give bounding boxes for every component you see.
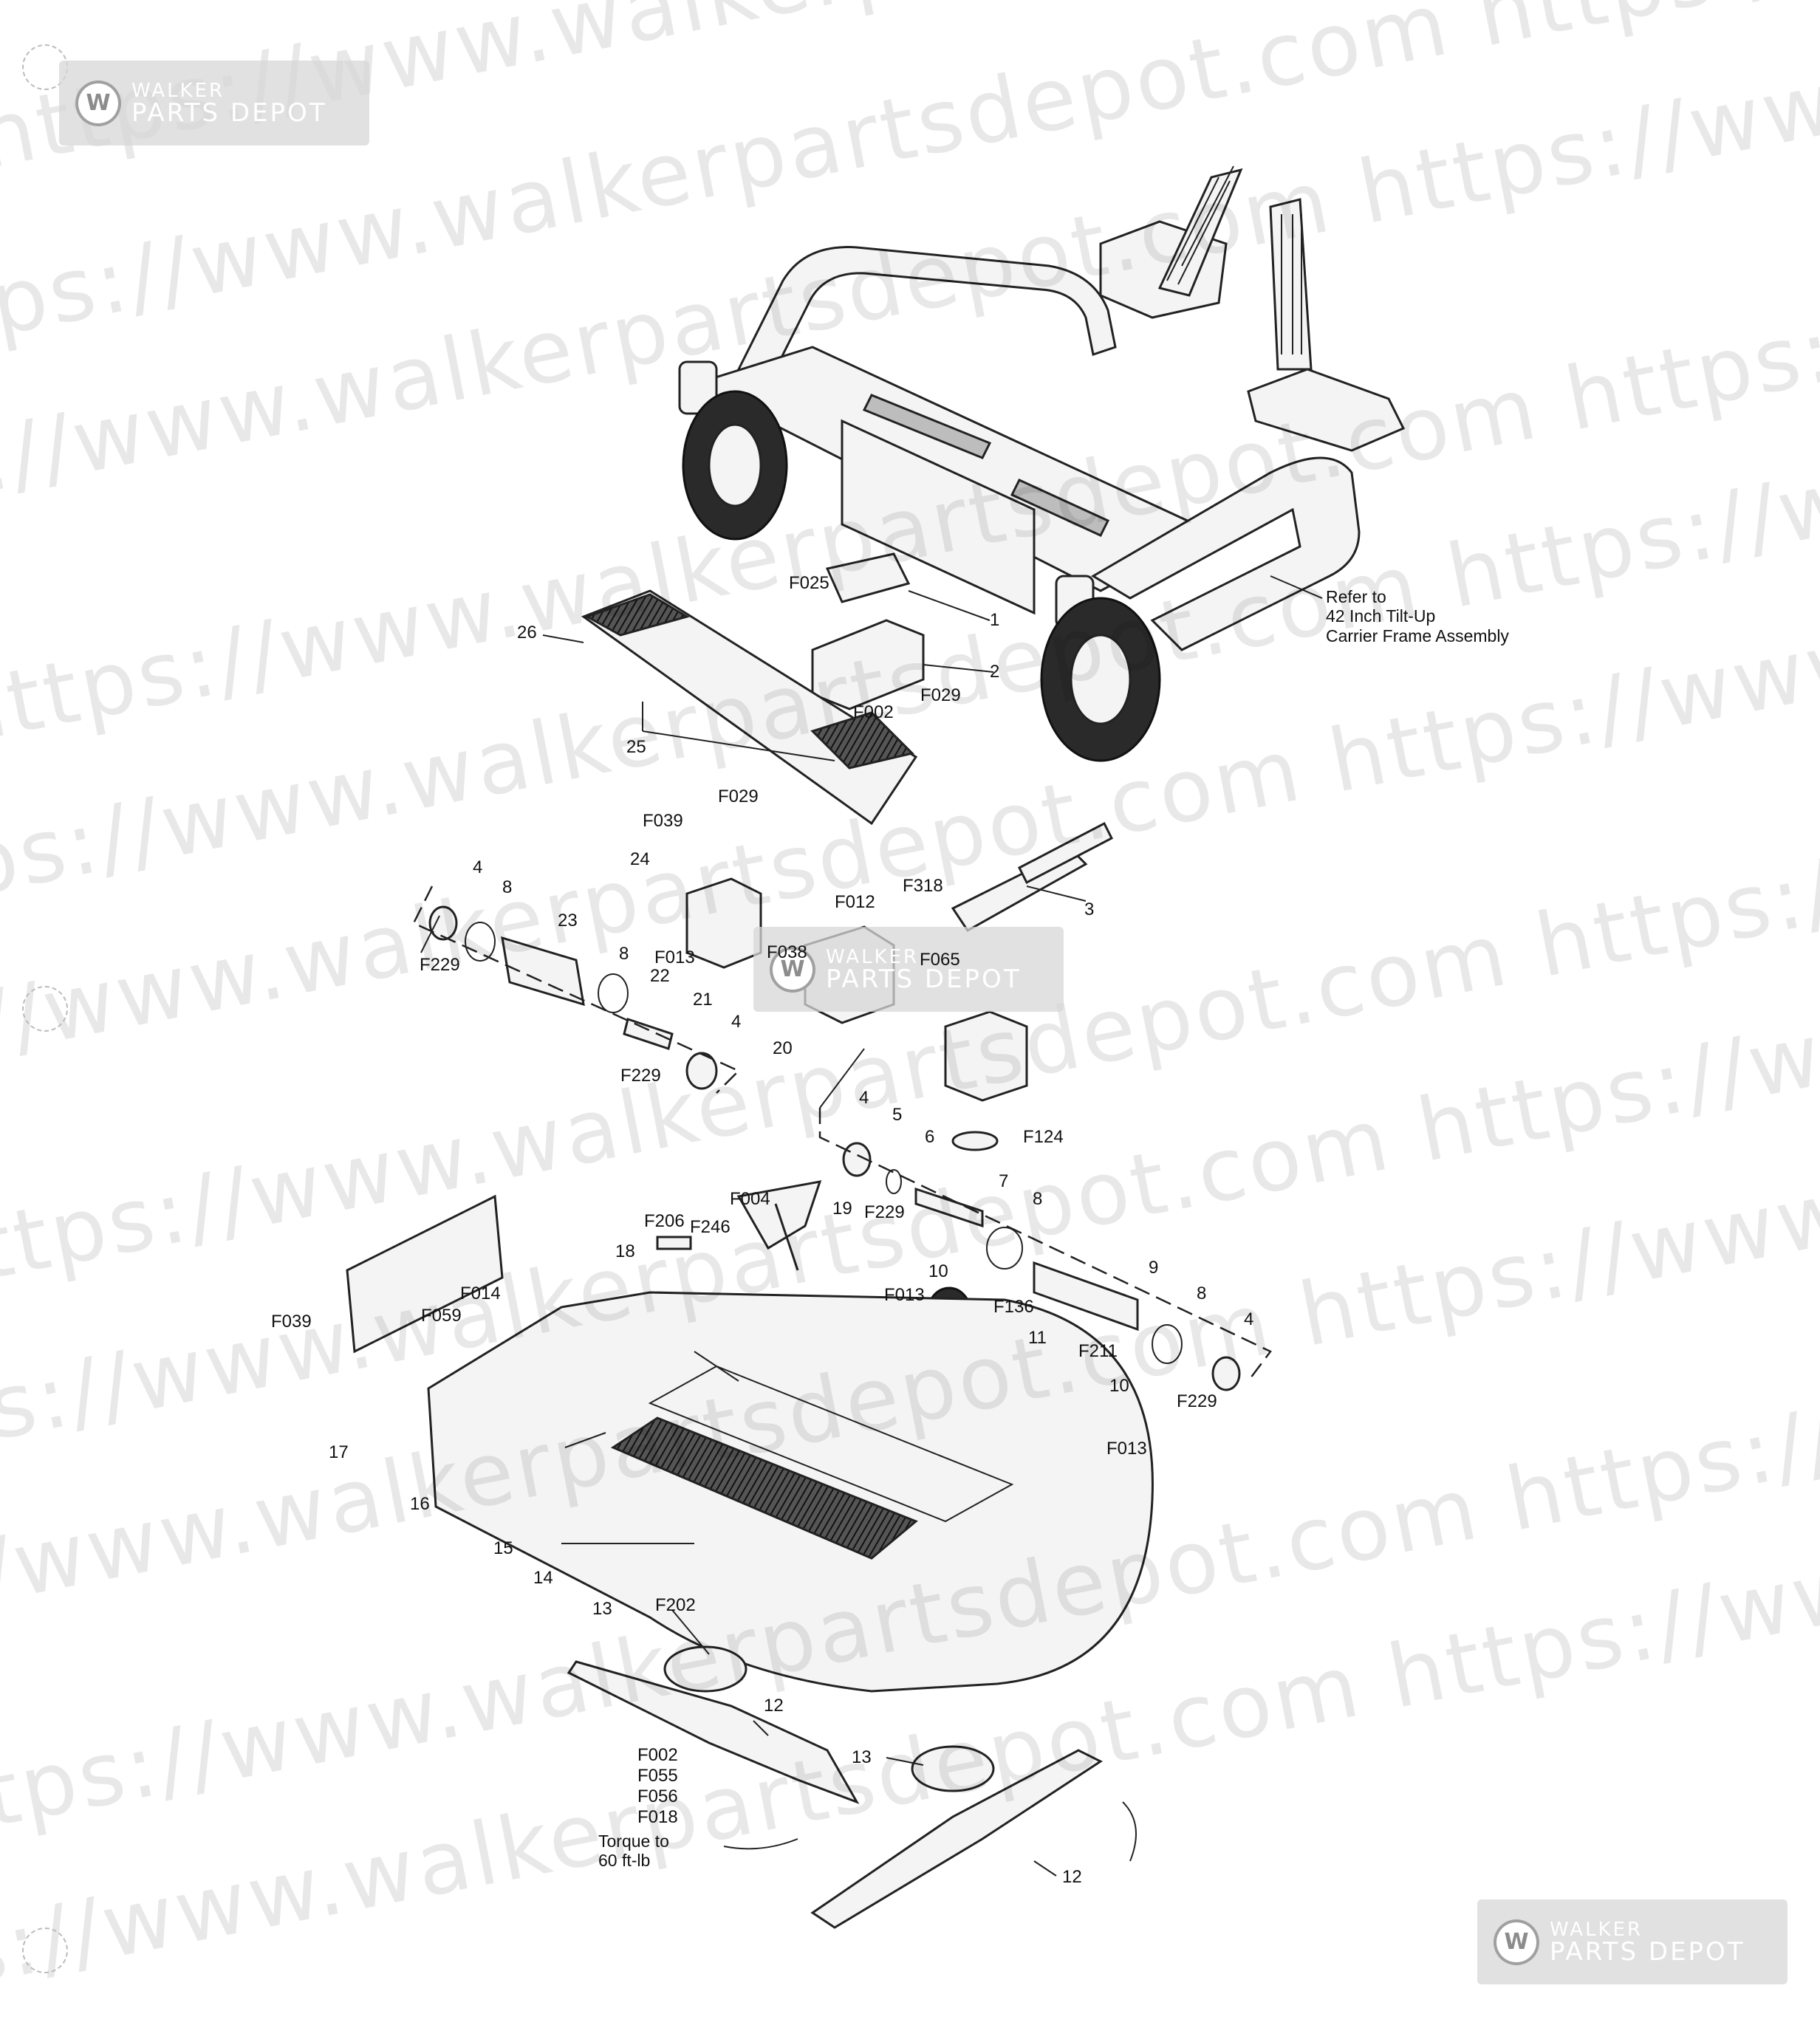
callout-F318: F318 [903,876,943,896]
callout-8: 8 [1197,1284,1207,1303]
callout-F055: F055 [637,1766,678,1786]
callout-16: 16 [410,1494,430,1514]
callout-F229: F229 [620,1066,661,1086]
callout-1: 1 [990,610,1000,630]
callout-F002: F002 [853,702,894,722]
torque-note-line1: Torque to [598,1832,669,1851]
walker-parts-depot-badge-center: W WALKER PARTS DEPOT [753,927,1064,1012]
callout-F206: F206 [644,1211,685,1231]
callout-11: 11 [1028,1328,1047,1348]
callout-2: 2 [990,662,1000,682]
callout-F002: F002 [637,1745,678,1765]
leader-lines [420,915,1057,1877]
badge-line1: WALKER [826,945,920,968]
callout-8: 8 [1033,1189,1043,1209]
walker-parts-depot-badge-bottom: W WALKER PARTS DEPOT [1477,1899,1788,1984]
callout-14: 14 [533,1568,553,1588]
callout-F202: F202 [655,1595,696,1615]
torque-note-line2: 60 ft-lb [598,1851,651,1871]
callout-9: 9 [1149,1258,1159,1278]
callout-F039: F039 [643,811,683,831]
callout-17: 17 [329,1442,349,1462]
callout-F211: F211 [1078,1341,1118,1361]
callout-19: 19 [832,1199,852,1219]
callout-F065: F065 [920,950,960,970]
mower-deck [346,1180,1154,1929]
refer-note-line1: Refer to [1326,587,1386,606]
logo-letter: W [1504,1929,1529,1955]
refer-note: Refer to 42 Inch Tilt-Up Carrier Frame A… [1326,587,1509,645]
bracket-parts [811,552,994,710]
callout-F229: F229 [864,1202,905,1222]
callout-F246: F246 [690,1217,731,1237]
callout-8: 8 [619,944,629,964]
callout-15: 15 [493,1538,513,1558]
callout-13: 13 [852,1747,872,1767]
callout-F029: F029 [718,787,759,806]
callout-F013: F013 [1106,1439,1147,1459]
callout-25: 25 [626,737,646,757]
callout-F013: F013 [654,948,695,967]
badge-line2: PARTS DEPOT [826,964,1022,994]
refer-note-line2: 42 Inch Tilt-Up [1326,606,1436,626]
callout-F038: F038 [767,942,807,962]
callout-F059: F059 [421,1306,462,1326]
callout-6: 6 [925,1127,935,1147]
walker-parts-depot-badge: W WALKER PARTS DEPOT [59,61,369,145]
callout-F014: F014 [460,1284,501,1303]
callout-7: 7 [999,1171,1009,1191]
callout-21: 21 [693,990,713,1010]
punch-hole [22,986,68,1032]
callout-F136: F136 [993,1297,1034,1317]
callout-12: 12 [764,1696,784,1716]
carrier-frame-assembly [678,165,1406,762]
refer-note-line3: Carrier Frame Assembly [1326,626,1509,645]
callout-24: 24 [630,849,650,869]
callout-F029: F029 [920,685,961,705]
callout-F025: F025 [789,573,829,593]
callout-3: 3 [1084,900,1095,919]
logo-letter: W [780,956,805,982]
torque-note: Torque to 60 ft-lb [598,1832,669,1871]
callout-18: 18 [615,1241,635,1261]
callout-13: 13 [592,1599,612,1619]
callout-4: 4 [731,1012,742,1032]
badge-line1: WALKER [1550,1918,1643,1941]
callout-4: 4 [473,857,483,877]
callout-10: 10 [928,1261,948,1281]
callout-F039: F039 [271,1312,312,1332]
callout-F013: F013 [884,1285,925,1305]
badge-line1: WALKER [131,79,225,102]
callout-F229: F229 [420,955,460,975]
callout-5: 5 [892,1105,903,1125]
punch-hole [22,1928,68,1973]
callout-4: 4 [1244,1309,1254,1329]
callout-23: 23 [558,911,578,931]
callout-F124: F124 [1023,1127,1064,1147]
callout-F018: F018 [637,1807,678,1827]
walker-logo-icon: W [770,946,815,993]
callout-20: 20 [773,1038,793,1058]
callout-26: 26 [517,623,537,643]
walker-logo-icon: W [75,80,121,126]
callout-F229: F229 [1177,1391,1217,1411]
callout-10: 10 [1109,1376,1129,1396]
callout-4: 4 [859,1088,869,1108]
walker-logo-icon: W [1494,1919,1539,1965]
callout-F004: F004 [730,1189,770,1209]
callout-8: 8 [502,877,513,897]
callout-F056: F056 [637,1786,678,1806]
badge-line2: PARTS DEPOT [1550,1936,1745,1967]
callout-22: 22 [650,966,670,986]
callout-F012: F012 [835,892,875,912]
badge-line2: PARTS DEPOT [131,97,327,128]
callout-12: 12 [1062,1867,1082,1887]
front-cover [542,589,918,826]
logo-letter: W [86,90,111,116]
